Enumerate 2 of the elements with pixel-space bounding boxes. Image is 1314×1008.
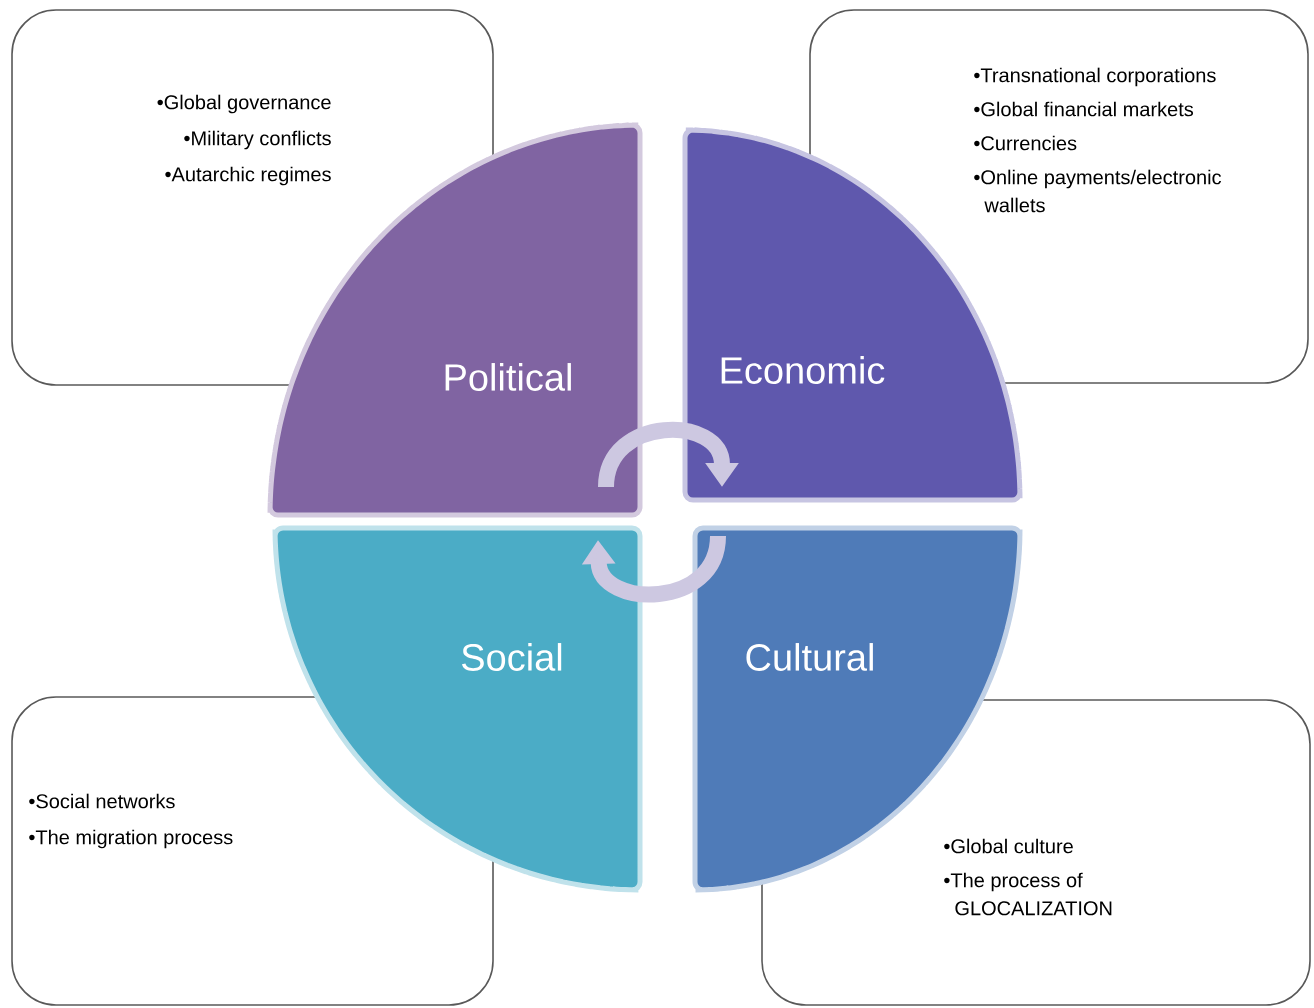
quadrant: Social: [272, 525, 643, 893]
curved-arrow: [581, 534, 726, 603]
